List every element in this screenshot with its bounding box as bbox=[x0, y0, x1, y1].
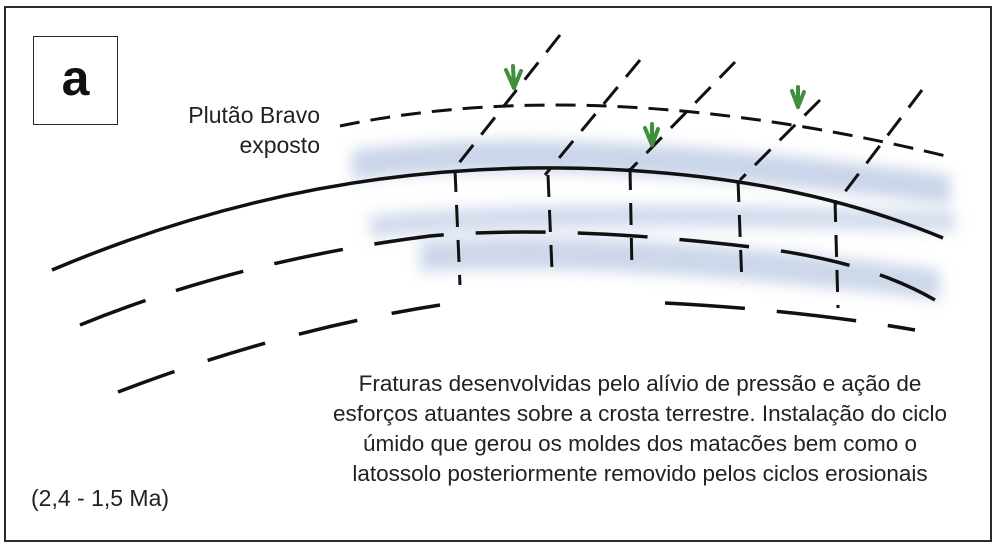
caption-line: Fraturas desenvolvidas pelo alívio de pr… bbox=[358, 371, 922, 396]
inclined-fracture bbox=[543, 59, 642, 176]
inclined-fractures bbox=[453, 34, 924, 206]
panel-label-box: a bbox=[33, 36, 118, 125]
caption-line: esforços atuantes sobre a crosta terrest… bbox=[332, 401, 948, 426]
pluton-label: Plutão Bravo exposto bbox=[160, 100, 320, 160]
pluton-label-line-1: Plutão Bravo bbox=[188, 102, 320, 128]
weathering-band-lower bbox=[420, 237, 940, 300]
vertical-fractures bbox=[453, 167, 840, 309]
pluton-label-line-2: exposto bbox=[239, 132, 320, 158]
sheet-joint-line-3 bbox=[664, 301, 916, 332]
paleo-surface-dashed-line bbox=[339, 103, 951, 159]
vertical-fracture bbox=[546, 174, 554, 271]
panel-label: a bbox=[61, 49, 90, 106]
vegetation-icon bbox=[790, 85, 806, 109]
vertical-fracture bbox=[833, 199, 840, 309]
vegetation-icon bbox=[504, 64, 523, 90]
caption-line: úmido que gerou os moldes dos matacões b… bbox=[362, 431, 918, 456]
weathering-band-middle bbox=[370, 204, 955, 238]
sheet-joint-line-1 bbox=[79, 230, 936, 327]
age-label: (2,4 - 1,5 Ma) bbox=[31, 485, 170, 511]
exposed-pluton-surface-line bbox=[51, 166, 944, 272]
inclined-fracture bbox=[738, 98, 822, 182]
vertical-fracture bbox=[453, 169, 462, 286]
vertical-fracture bbox=[628, 167, 634, 273]
inclined-fracture bbox=[453, 34, 562, 169]
caption-line: latossolo posteriormente removido pelos … bbox=[352, 461, 928, 486]
weathering-bands bbox=[352, 140, 955, 300]
sheet-joint-line-2 bbox=[117, 303, 441, 394]
vegetation-icon bbox=[643, 122, 660, 147]
inclined-fracture bbox=[833, 89, 924, 206]
caption: Fraturas desenvolvidas pelo alívio de pr… bbox=[300, 369, 980, 489]
vertical-fracture bbox=[736, 179, 744, 286]
inclined-fracture bbox=[628, 60, 737, 172]
